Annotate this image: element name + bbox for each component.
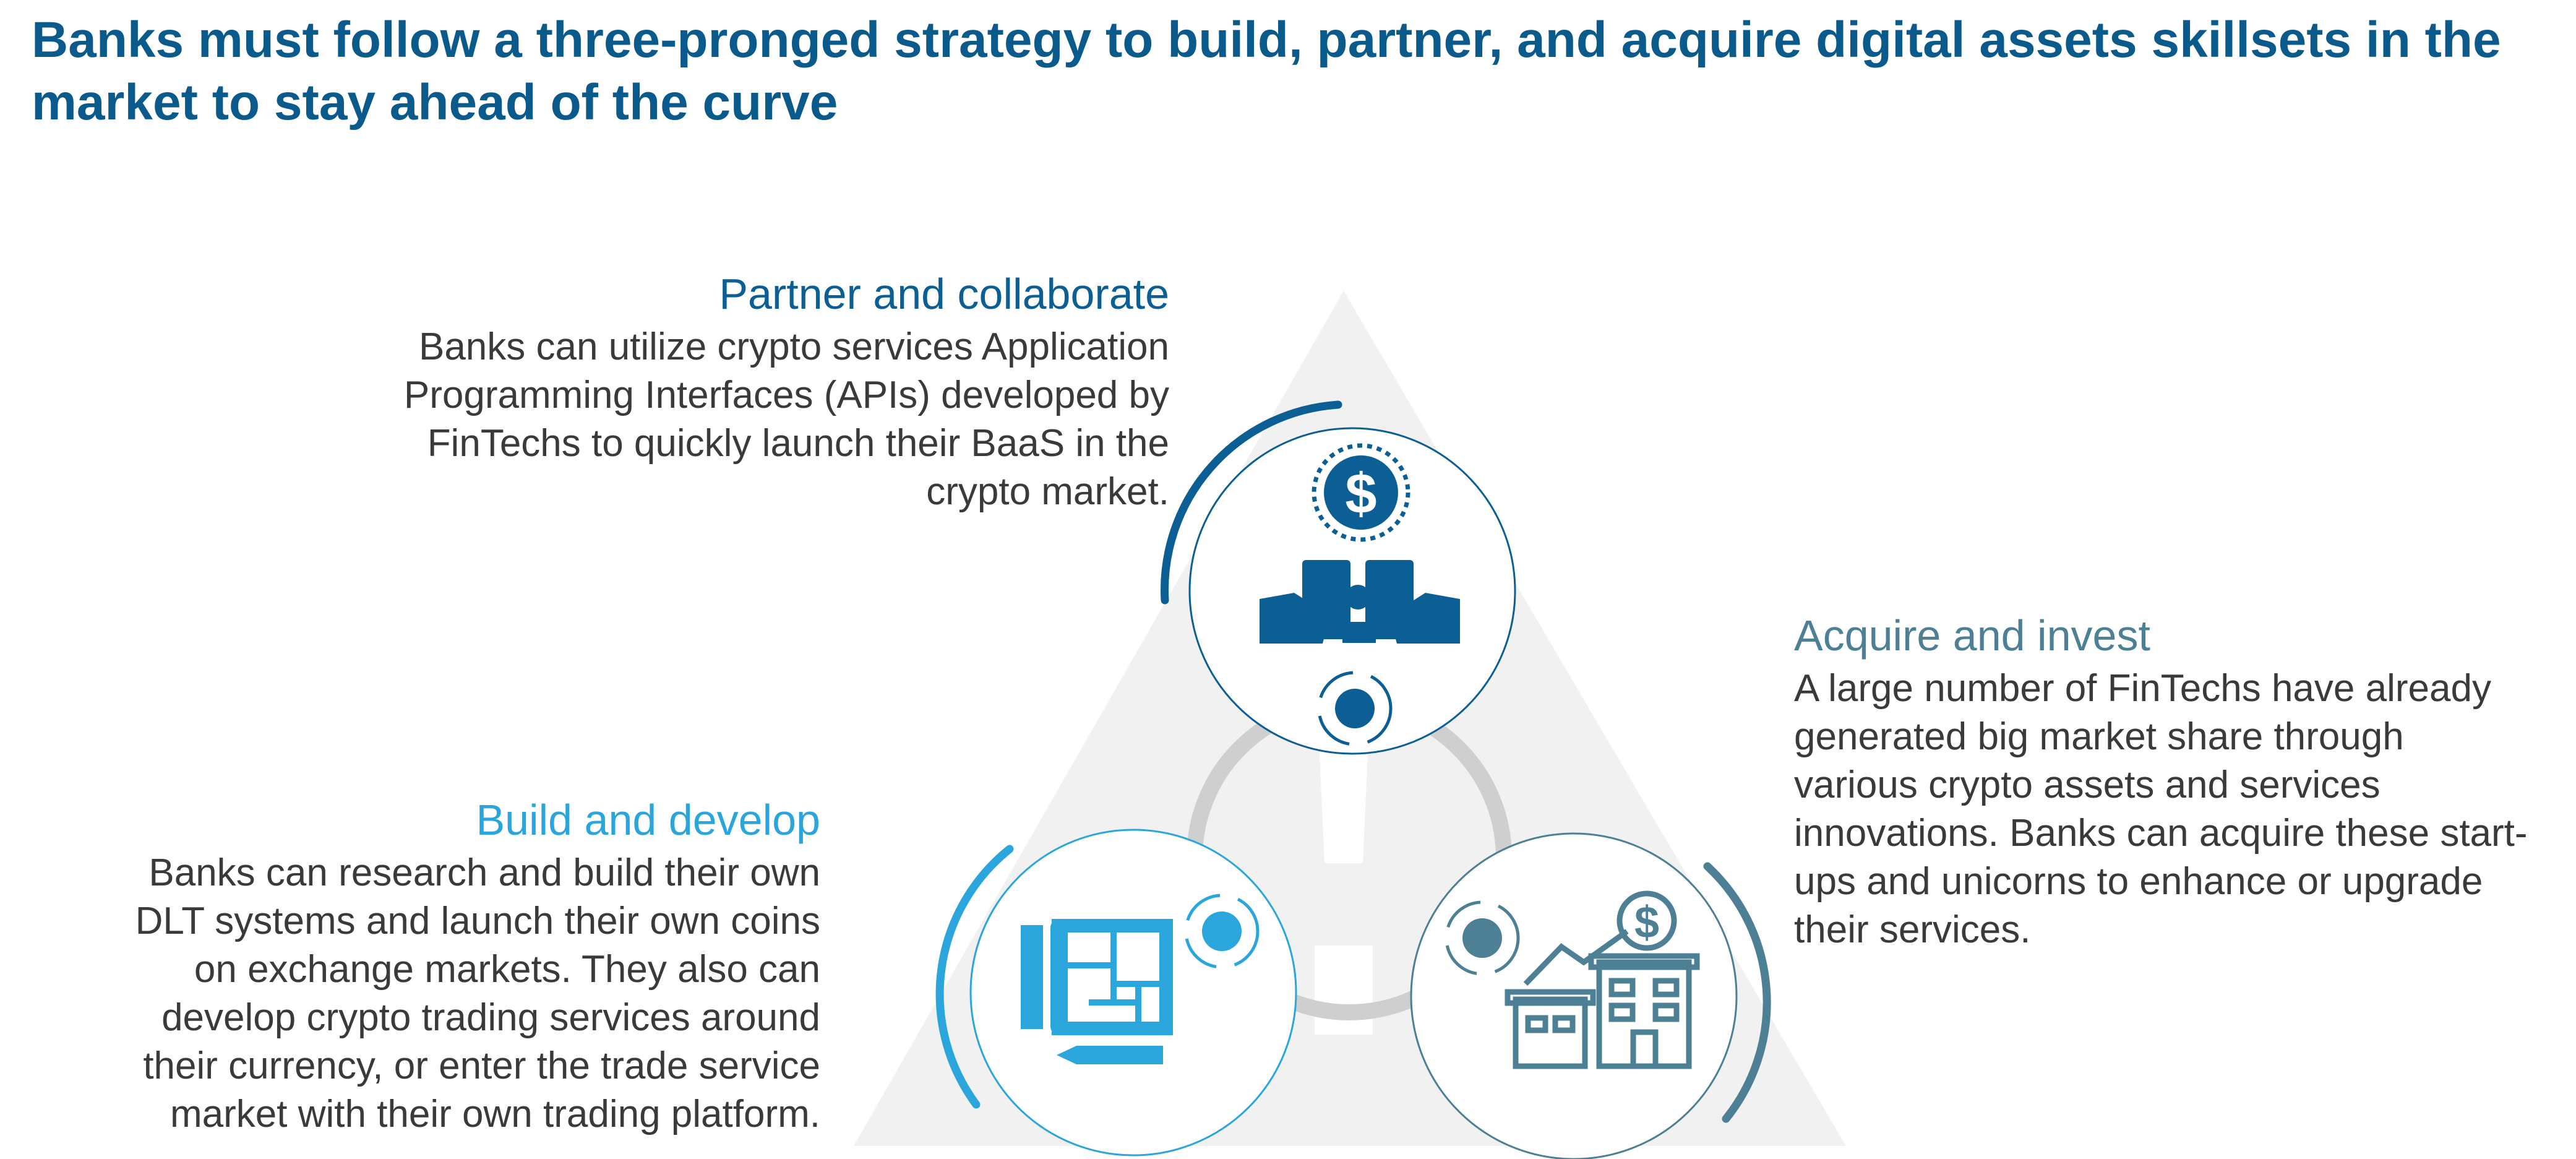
blueprint-pencil-icon [1021,919,1173,1064]
svg-text:$: $ [1634,898,1659,947]
partner-description: Banks can utilize crypto services Applic… [403,325,1169,513]
partner-title: Partner and collaborate [719,270,1169,318]
acquire-section: Acquire and invest A large number of Fin… [1794,610,2536,954]
build-title: Build and develop [476,796,820,844]
svg-text:$: $ [1345,462,1376,525]
build-description: Banks can research and build their own D… [135,851,820,1135]
acquire-description: A large number of FinTechs have already … [1794,667,2528,951]
page-title: Banks must follow a three-pronged strate… [32,12,2501,131]
puzzle-hands-dollar-icon: $ [1260,443,1460,644]
acquire-circle [1410,832,1771,1159]
partner-section: Partner and collaborate Banks can utiliz… [346,269,1169,516]
acquire-title: Acquire and invest [1794,611,2150,660]
buildings-growth-dollar-icon: $ [1505,890,1700,1069]
build-section: Build and develop Banks can research and… [93,795,820,1139]
